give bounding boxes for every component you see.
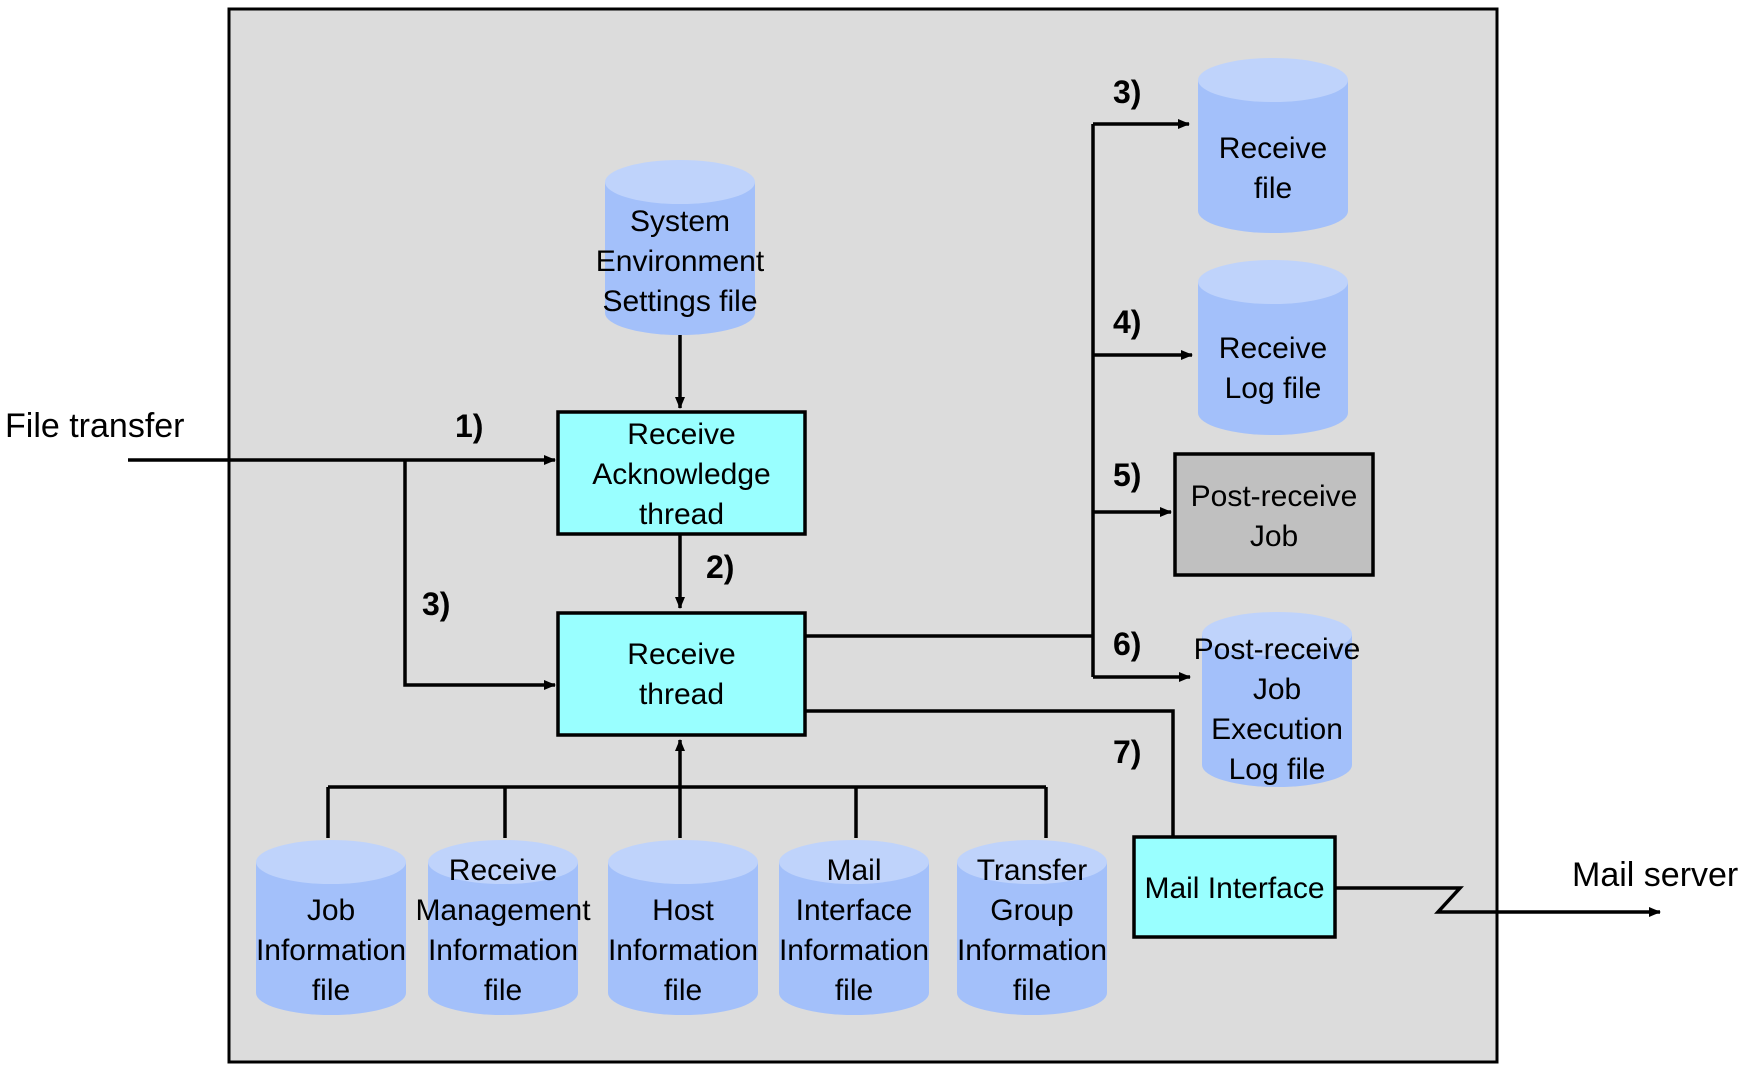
file-transfer-label: File transfer [5, 407, 185, 445]
host-information-file-line: Host [652, 894, 714, 927]
cylinder-body [428, 862, 578, 1015]
receive-acknowledge-thread-line: thread [639, 498, 724, 531]
connectors [128, 119, 1661, 917]
receive-thread: Receive thread [556, 611, 807, 737]
system-environment-settings-file-line: System [630, 205, 730, 238]
post-receive-job-line: Post-receive [1191, 480, 1358, 513]
process-box [556, 410, 807, 536]
cylinder-body [605, 182, 755, 335]
cylinder-top [605, 160, 755, 204]
step-3-right-label: 3) [1113, 74, 1141, 110]
cylinder-body [1198, 282, 1348, 435]
process-box [1132, 835, 1337, 939]
cylinder-top [608, 840, 758, 884]
system-environment-settings-file-line: Settings file [602, 285, 757, 318]
step-4-label: 4) [1113, 304, 1141, 340]
receive-management-information-file-line: Information [428, 934, 578, 967]
cylinder-top [428, 840, 578, 884]
job-information-file-line: Information [256, 934, 406, 967]
job-information-file-line: file [312, 974, 350, 1007]
cylinder-top [779, 840, 929, 884]
receive-thread-line: thread [639, 678, 724, 711]
cylinder-body [256, 862, 406, 1015]
receive-acknowledge-thread-line: Receive [627, 418, 735, 451]
process-box [556, 611, 807, 737]
receive-management-information-file-line: Management [415, 894, 591, 927]
post-receive-job-line: Job [1250, 520, 1298, 553]
transfer-group-information-file-line: file [1013, 974, 1051, 1007]
receive-file-line: Receive [1219, 132, 1327, 165]
receive-log-file-line: Log file [1225, 372, 1322, 405]
host-information-file-line: Information [608, 934, 758, 967]
post-receive-job-execution-log-file-line: Log file [1229, 753, 1326, 786]
process-box [1173, 452, 1375, 577]
cylinder-top [1198, 58, 1348, 102]
job-information-file-line: Job [307, 894, 355, 927]
receive-management-information-file-line: file [484, 974, 522, 1007]
mail-server-label: Mail server [1572, 856, 1738, 894]
cylinder-body [1198, 80, 1348, 233]
receive-log-file-line: Receive [1219, 332, 1327, 365]
transfer-group-information-file-line: Transfer [977, 854, 1088, 887]
mail-interface-information-file-line: file [835, 974, 873, 1007]
receive-file-line: file [1254, 172, 1292, 205]
receive-management-information-file-line: Receive [449, 854, 557, 887]
cylinder-body [779, 862, 929, 1015]
cylinder-top [957, 840, 1107, 884]
mail-interface-information-file-line: Mail [826, 854, 881, 887]
step-3-left-label: 3) [422, 586, 450, 622]
post-receive-job-execution-log-file-line: Post-receive [1194, 633, 1361, 666]
receive-thread-line: Receive [627, 638, 735, 671]
receive-acknowledge-thread-line: Acknowledge [592, 458, 770, 491]
step-6-label: 6) [1113, 626, 1141, 662]
wire-step3-left [403, 460, 556, 690]
transfer-group-information-file-line: Information [957, 934, 1107, 967]
step-5-label: 5) [1113, 457, 1141, 493]
step-7-label: 7) [1113, 734, 1141, 770]
wire-receive-to-mail [806, 709, 1175, 837]
step-1-label: 1) [455, 408, 483, 444]
cylinder-body [957, 862, 1107, 1015]
cylinder-body [1202, 634, 1352, 787]
cylinder-body [608, 862, 758, 1015]
cylinder-top [256, 840, 406, 884]
post-receive-job-execution-log-file-line: Job [1253, 673, 1301, 706]
post-receive-job-execution-log-file-line: Execution [1211, 713, 1343, 746]
mail-interface-information-file-line: Interface [796, 894, 913, 927]
cylinder-top [1198, 260, 1348, 304]
system-environment-settings-file-line: Environment [596, 245, 765, 278]
host-information-file-line: file [664, 974, 702, 1007]
cylinder-top [1202, 612, 1352, 656]
receive-file: Receive file [1198, 58, 1348, 233]
step-2-label: 2) [706, 549, 734, 585]
mail-interface: Mail Interface [1132, 835, 1337, 939]
transfer-group-information-file-line: Group [990, 894, 1073, 927]
mail-interface-line: Mail Interface [1144, 872, 1324, 905]
wire-to-mail-server [1336, 886, 1661, 917]
mail-interface-information-file-line: Information [779, 934, 929, 967]
